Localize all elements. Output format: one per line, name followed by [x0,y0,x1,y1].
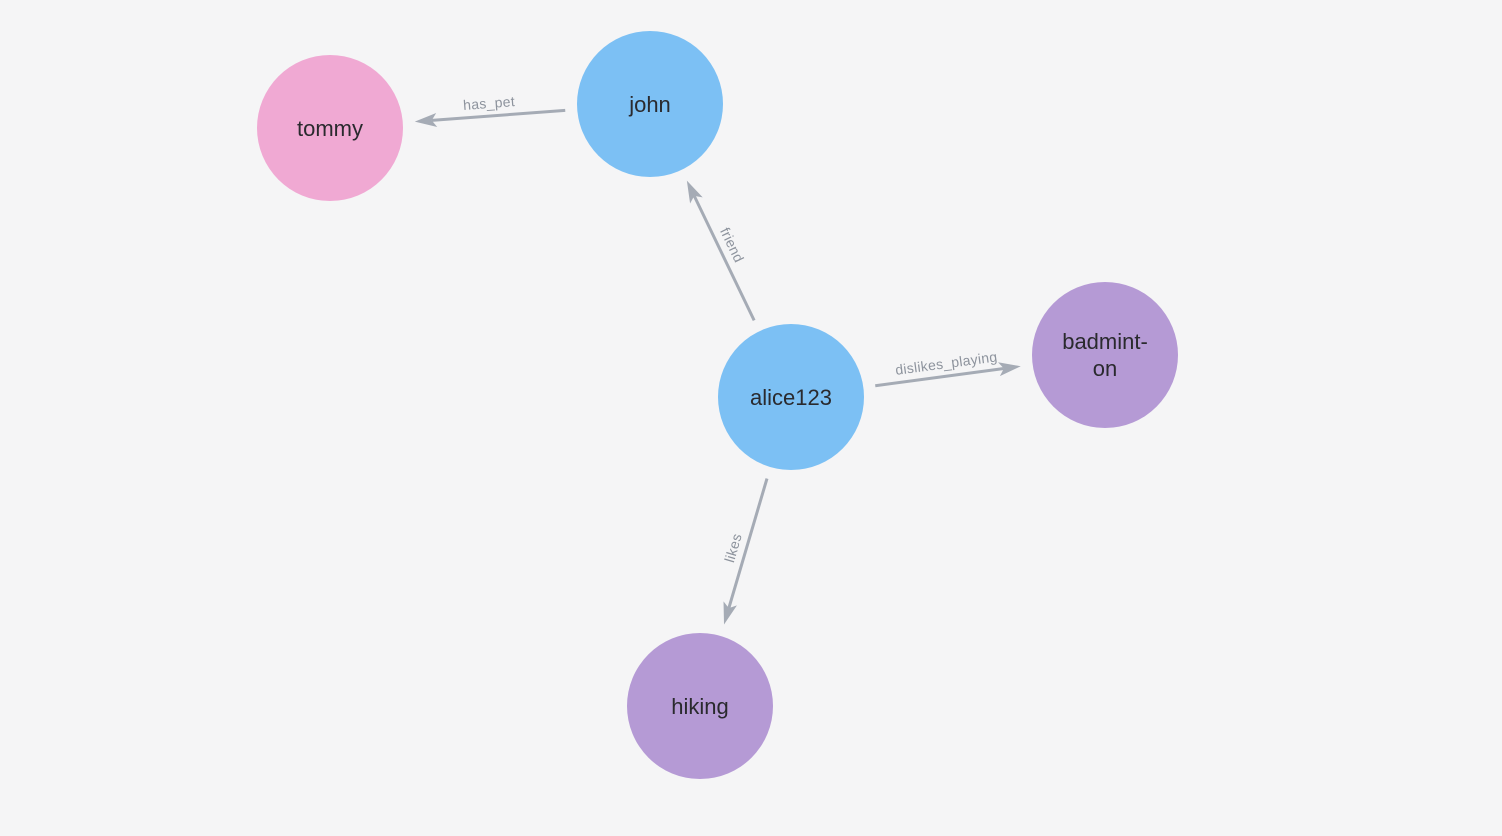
arrowhead-icon [998,362,1021,377]
edge-likes[interactable]: likes [721,478,769,625]
node-label: on [1092,356,1118,381]
edge-label[interactable]: has_pet [463,93,516,113]
node-alice123[interactable]: alice123 [718,324,864,470]
arrowhead-icon [686,180,703,204]
node-label: badmint- [1062,329,1148,354]
node-john[interactable]: john [577,31,723,177]
edge-friend[interactable]: friend [686,180,756,322]
edge-line[interactable] [875,367,1005,388]
edge-line[interactable] [692,195,756,322]
edge-has_pet[interactable]: has_pet [414,93,566,127]
node-label: tommy [297,115,363,141]
edge-line[interactable] [431,108,566,122]
node-label: john [629,91,671,117]
node-hiking[interactable]: hiking [627,633,773,779]
edge-dislikes_playing[interactable]: dislikes_playing [875,348,1021,388]
arrowhead-icon [723,601,737,625]
node-label: alice123 [750,384,832,410]
edge-label[interactable]: likes [721,531,745,564]
edge-label[interactable]: dislikes_playing [894,348,998,377]
node-tommy[interactable]: tommy [257,55,403,201]
arrowhead-icon [414,113,438,127]
edge-label[interactable]: friend [717,225,747,265]
node-badminton[interactable]: badmint-on [1032,282,1178,428]
node-label: hiking [671,693,729,719]
edge-line[interactable] [727,478,769,609]
